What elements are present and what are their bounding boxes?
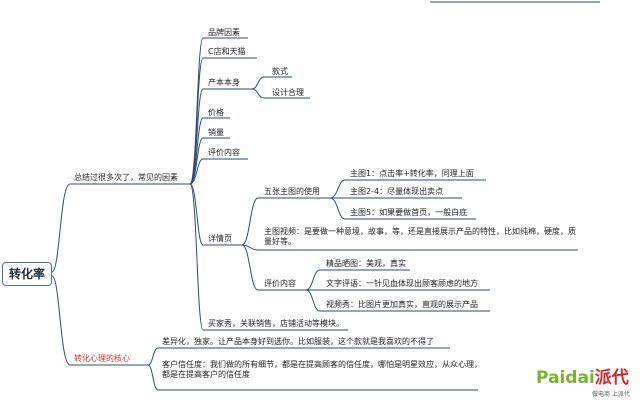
edge-sales xyxy=(189,137,230,185)
node-detail-page: 详情页 xyxy=(208,234,232,243)
node-img2: 主图2-4：尽量体现出卖点 xyxy=(350,187,444,196)
node-diff: 差异化，独家。让产品本身好到选你。比如服装，这个款就是我喜欢的不得了 xyxy=(162,337,434,346)
node-bottom-branch: 转化心理的核心 xyxy=(74,354,130,363)
edge-review xyxy=(189,158,248,185)
edge-buyer xyxy=(189,183,348,331)
edge-detail xyxy=(189,183,242,246)
edge-design xyxy=(251,88,310,99)
node-store-type: C店和天猫 xyxy=(208,47,246,56)
edge-style xyxy=(251,76,292,90)
node-style: 款式 xyxy=(272,67,288,76)
logo-latin: Paidai xyxy=(536,368,595,388)
edge-img5 xyxy=(329,197,476,220)
paidai-logo: Paidai派代 做电商 上派代 xyxy=(536,368,636,404)
node-buyer-show: 买家秀，关联销售，店铺活动等模块。 xyxy=(208,319,344,328)
node-sales: 销量 xyxy=(208,128,224,137)
node-photos: 精品晒图：美观，真实 xyxy=(326,259,406,268)
edge-img1 xyxy=(329,179,486,199)
edge-diff xyxy=(147,347,450,366)
node-top-branch: 总结过很多次了，常见的因素 xyxy=(74,173,178,182)
node-trust: 客户信任度：我们做的所有细节，都是在提高顾客的信任度，哪怕是明星效应，从众心理，… xyxy=(162,360,482,379)
node-review-sub: 评价内容 xyxy=(264,279,296,288)
node-text-review: 文字评语：一针见血体现出顾客顾虑的地方 xyxy=(326,279,478,288)
edge-video-show xyxy=(305,289,490,312)
node-design: 设计合理 xyxy=(272,88,304,97)
edge-store xyxy=(189,57,257,185)
edge-trust xyxy=(147,364,478,391)
edge-root-bottom xyxy=(51,275,71,366)
edge-video xyxy=(241,244,578,251)
root-node: 转化率 xyxy=(2,262,52,286)
edge-photos xyxy=(305,269,410,291)
logo-cn: 派代 xyxy=(594,368,629,388)
node-img1: 主图1：点击率+转化率，同理上面 xyxy=(350,169,474,178)
edge-review-sub xyxy=(241,244,306,291)
node-video: 主图视频：是要做一种意境，故事，等，还是直接展示产品的特性，比如纯棉，硬度，质量… xyxy=(264,227,576,246)
logo-wordmark: Paidai派代 xyxy=(536,368,629,388)
node-review-content: 评价内容 xyxy=(208,148,240,157)
edge-root-top xyxy=(51,183,71,273)
logo-tagline: 做电商 上派代 xyxy=(592,391,630,398)
node-five-images: 五张主图的使用 xyxy=(264,187,320,196)
node-price: 价格 xyxy=(208,108,224,117)
node-brand: 品牌因素 xyxy=(208,28,240,37)
node-img5: 主图5：如果要做首页，一般白底 xyxy=(350,208,468,217)
edge-five-images xyxy=(241,197,330,246)
node-product: 产本本身 xyxy=(208,78,240,87)
node-video-show: 视频秀：比图片更加真实，直观的展示产品 xyxy=(326,300,478,309)
